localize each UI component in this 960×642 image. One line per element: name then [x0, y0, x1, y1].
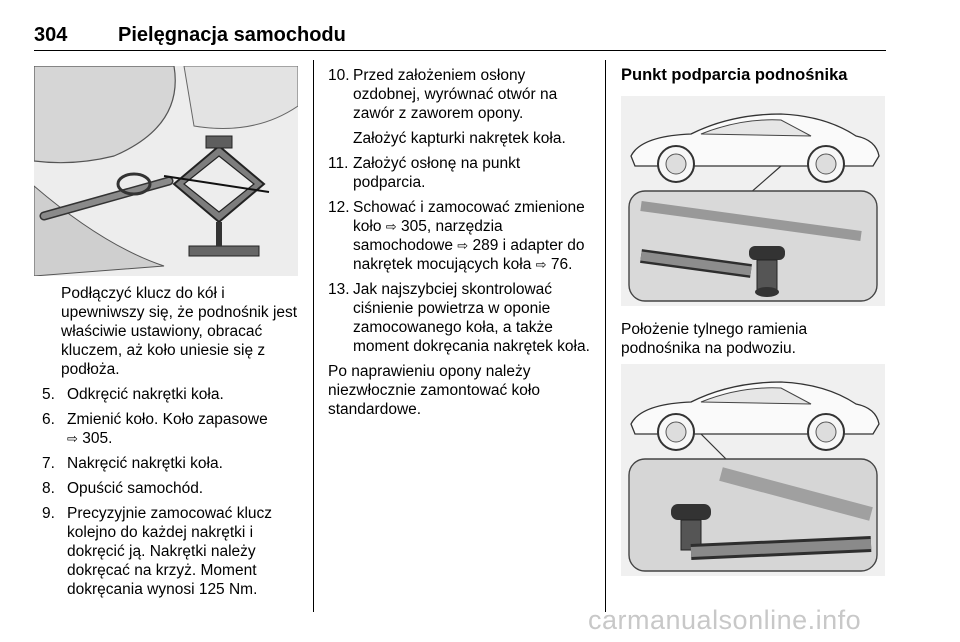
column-2: 10. Przed założeniem osłony ozdobnej, wy…	[328, 66, 596, 425]
step-13: 13. Jak najszybciej skontrolować ciśnien…	[328, 280, 596, 356]
step-number: 6.	[42, 411, 55, 428]
step-text: Odkręcić nakrętki koła.	[67, 386, 224, 403]
step-11: 11. Założyć osłonę na punkt podparcia.	[328, 154, 596, 192]
step-text: Założyć osłonę na punkt podparcia.	[353, 155, 521, 191]
page-title: Pielęgnacja samochodu	[118, 24, 346, 46]
step-number: 7.	[42, 455, 55, 472]
step-9: 9. Precyzyjnie zamocować klucz kolejno d…	[42, 504, 304, 599]
page-reference[interactable]: 305.	[82, 430, 113, 447]
step-number: 8.	[42, 480, 55, 497]
rear-arm-illustration	[621, 364, 885, 576]
reference-arrow-icon: ⇨	[535, 257, 547, 272]
reference-arrow-icon: ⇨	[67, 431, 78, 446]
step-5: 5. Odkręcić nakrętki koła.	[42, 385, 304, 404]
step-10: 10. Przed założeniem osłony ozdobnej, wy…	[328, 66, 596, 148]
reference-arrow-icon: ⇨	[457, 238, 469, 253]
page-reference[interactable]: 289 i adapter do nakrętek mocujących koł…	[353, 237, 585, 273]
step-text: Przed założeniem osłony ozdobnej, wyrówn…	[353, 67, 558, 122]
step-text: Zmienić koło. Koło zapasowe	[67, 411, 268, 428]
step-number: 9.	[42, 505, 55, 522]
step-number: 12.	[328, 199, 350, 216]
step-7: 7. Nakręcić nakrętki koła.	[42, 454, 304, 473]
step-number: 13.	[328, 281, 350, 298]
step-12: 12. Schować i zamocować zmienione koło ⇨…	[328, 198, 596, 274]
jack-illustration	[34, 66, 298, 276]
step-6: 6. Zmienić koło. Koło zapasowe ⇨ 305.	[42, 410, 304, 448]
step-number: 10.	[328, 67, 350, 84]
page-reference[interactable]: 76.	[550, 256, 573, 273]
caption-block: Położenie tylnego ramienia podnośnika na…	[621, 320, 887, 364]
step-text: Precyzyjnie zamocować klucz kolejno do k…	[67, 505, 273, 598]
page-number: 304	[34, 24, 68, 46]
step-text: Opuścić samochód.	[67, 480, 204, 497]
step-text: Schować i zamocować zmienione koło	[353, 199, 585, 235]
step-8: 8. Opuścić samochód.	[42, 479, 304, 498]
step-subnote: Założyć kapturki nakrętek koła.	[353, 130, 566, 147]
step-text: Nakręcić nakrętki koła.	[67, 455, 223, 472]
intro-paragraph: Podłączyć klucz do kół i upewniwszy się,…	[61, 285, 298, 378]
section-title: Punkt podparcia podnośnika	[621, 66, 848, 84]
reference-arrow-icon: ⇨	[385, 219, 397, 234]
lift-point-illustration	[621, 96, 885, 306]
step-number: 5.	[42, 386, 55, 403]
column-3: Punkt podparcia podnośnika	[621, 66, 887, 91]
column-divider-2	[605, 60, 606, 612]
header-rule	[34, 50, 886, 51]
page-header: 304 Pielęgnacja samochodu	[34, 24, 886, 52]
figure-caption: Położenie tylnego ramienia podnośnika na…	[621, 321, 808, 357]
step-number: 11.	[328, 155, 349, 172]
page-reference[interactable]: 305, narzędzia samochodowe	[353, 218, 503, 254]
column-divider-1	[313, 60, 314, 612]
watermark: carmanualsonline.info	[588, 605, 862, 635]
after-repair-note: Po naprawieniu opony należy niezwłocznie…	[328, 363, 540, 418]
step-text: Jak najszybciej skontrolować ciśnienie p…	[353, 281, 590, 355]
column-1: Podłączyć klucz do kół i upewniwszy się,…	[42, 284, 304, 605]
